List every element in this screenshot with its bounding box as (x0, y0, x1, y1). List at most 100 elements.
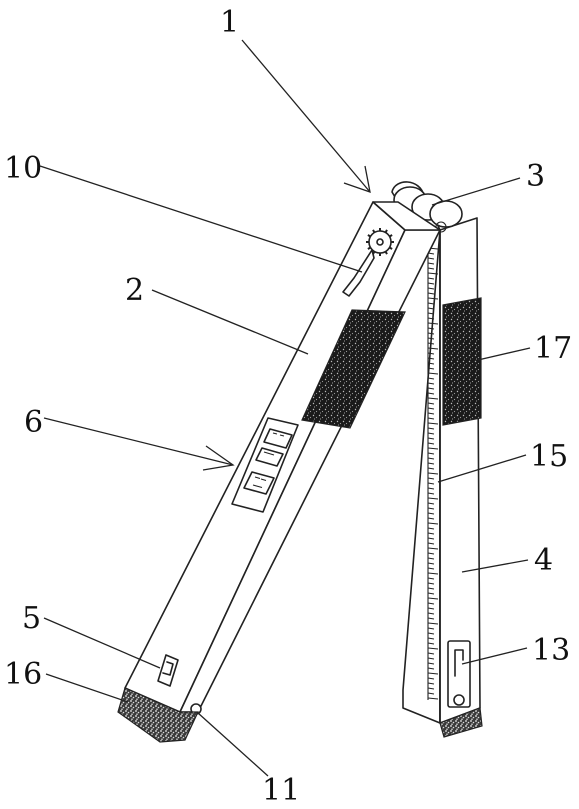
ruler-tick (427, 627, 435, 630)
ruler-tick (427, 427, 435, 430)
ruler-tick (427, 307, 435, 310)
panel-button-mid (255, 447, 284, 467)
ruler-tick (427, 612, 435, 615)
ruler-tick (427, 662, 435, 665)
right-leg (402, 217, 483, 738)
ruler-tick (427, 582, 435, 585)
ruler-tick (427, 532, 435, 535)
left-latch (157, 654, 179, 687)
panel-button-top (263, 428, 293, 449)
right-grip-pad (442, 297, 482, 426)
ruler-tick (427, 647, 439, 650)
ruler-tick (427, 497, 439, 500)
ruler-tick (427, 372, 439, 375)
ruler-tick (427, 257, 435, 260)
ruler-tick (427, 482, 435, 485)
gear-tooth (367, 234, 371, 238)
ruler-tick (427, 677, 435, 680)
ruler-tick (427, 487, 435, 490)
ruler-tick (427, 472, 439, 475)
gear-tooth (389, 246, 393, 250)
gear-wheel (342, 228, 394, 297)
callout-2: 2 (125, 273, 144, 308)
gear-tooth (367, 246, 371, 250)
ruler-tick (427, 587, 435, 590)
ruler-tick (427, 437, 435, 440)
ruler-tick (427, 432, 435, 435)
ruler-tick (427, 607, 435, 610)
callout-3: 3 (526, 159, 545, 194)
left-leg-side-face (179, 229, 441, 713)
ruler-tick (427, 562, 435, 565)
ruler-tick (427, 337, 435, 340)
left-grip-pad (301, 309, 406, 429)
callout-4: 4 (534, 543, 553, 578)
ruler-tick (427, 467, 435, 470)
ruler-tick (427, 502, 435, 505)
ruler-tick (427, 522, 439, 525)
ruler-tick (427, 322, 439, 325)
ruler-tick (427, 357, 435, 360)
ruler-tick (427, 367, 435, 370)
ruler-tick (427, 387, 435, 390)
ruler-tick (427, 392, 435, 395)
ruler-tick (427, 507, 435, 510)
ruler-tick (427, 277, 435, 280)
gear-tooth (384, 251, 388, 255)
ruler-tick (427, 262, 435, 265)
ruler-tick (427, 272, 439, 275)
ruler-tick (427, 537, 435, 540)
ruler-tick (427, 512, 435, 515)
ruler-tick (427, 462, 435, 465)
scale-ruler-ticks (427, 247, 439, 700)
gear-tooth (372, 229, 376, 233)
callout-5: 5 (22, 601, 41, 636)
callout-17: 17 (534, 331, 572, 366)
ruler-tick (427, 342, 435, 345)
callout-15: 15 (530, 439, 568, 474)
ruler-tick (427, 397, 439, 400)
ruler-tick (427, 567, 435, 570)
ruler-tick (427, 317, 435, 320)
ruler-tick (427, 417, 435, 420)
ruler-tick (427, 517, 435, 520)
gear-tooth (389, 234, 393, 238)
ruler-tick (427, 577, 435, 580)
ruler-tick (427, 377, 435, 380)
ruler-tick (427, 327, 435, 330)
left-foot-pad (117, 687, 199, 743)
ruler-tick (427, 692, 435, 695)
control-panel (231, 417, 299, 513)
ruler-tick (427, 492, 435, 495)
ruler-tick (427, 682, 435, 685)
ruler-tick (427, 287, 435, 290)
ruler-tick (427, 447, 439, 450)
ruler-tick (427, 657, 435, 660)
ruler-tick (427, 382, 435, 385)
ruler-tick (427, 622, 439, 625)
ruler-tick (427, 292, 435, 295)
ruler-tick (427, 597, 439, 600)
ruler-tick (427, 687, 435, 690)
callout-1: 1 (220, 5, 239, 40)
ruler-tick (427, 642, 435, 645)
ruler-tick (427, 457, 435, 460)
callout-16: 16 (4, 657, 42, 692)
ruler-tick (427, 267, 435, 270)
ruler-tick (427, 422, 439, 425)
ruler-tick (427, 297, 439, 300)
ruler-tick (427, 402, 435, 405)
ruler-tick (427, 632, 435, 635)
left-leg (117, 201, 441, 743)
ruler-tick (427, 637, 435, 640)
ruler-tick (427, 697, 439, 700)
ruler-tick (427, 667, 435, 670)
ruler-tick (427, 452, 435, 455)
panel-display (243, 471, 275, 495)
ruler-tick (427, 312, 435, 315)
ruler-tick (427, 557, 435, 560)
ruler-tick (427, 572, 439, 575)
ruler-tick (427, 282, 435, 285)
ruler-tick (427, 552, 435, 555)
ruler-tick (427, 672, 439, 675)
